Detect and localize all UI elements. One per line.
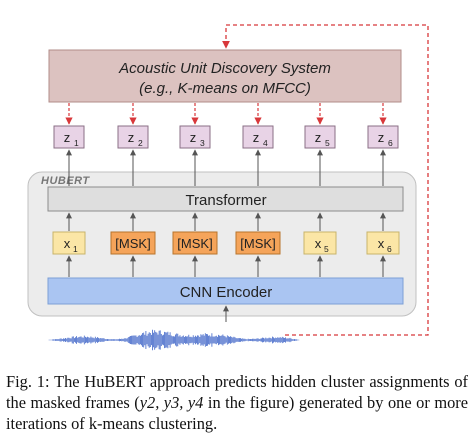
z-token-1 xyxy=(53,125,85,149)
z-token-sub-1: 1 xyxy=(74,138,79,148)
z-token-sub-2: 2 xyxy=(138,138,143,148)
discovery-subtitle: (e.g., K-means on MFCC) xyxy=(139,80,311,97)
caption-suffix: in the figure) generated by one or more … xyxy=(6,393,468,433)
z-token-2 xyxy=(117,125,149,149)
discovery-box xyxy=(48,49,402,103)
input-token-5 xyxy=(303,231,337,255)
input-token-6 xyxy=(366,231,400,255)
input-token-label-3: [MSK] xyxy=(177,236,212,251)
masked-token-3 xyxy=(172,231,218,255)
z-token-label-3: z xyxy=(190,130,197,145)
z-token-sub-3: 3 xyxy=(200,138,205,148)
z-token-sub-6: 6 xyxy=(388,138,393,148)
z-token-4 xyxy=(242,125,274,149)
waveform-trace xyxy=(48,329,300,351)
input-token-label-4: [MSK] xyxy=(240,236,275,251)
transformer-box xyxy=(47,186,404,212)
input-token-sub-5: 5 xyxy=(324,244,329,254)
figure-caption: Fig. 1: The HuBERT approach predicts hid… xyxy=(6,371,468,434)
transformer-label: Transformer xyxy=(185,192,266,209)
z-token-label-1: z xyxy=(64,130,71,145)
speech-waveform xyxy=(48,329,300,351)
z-token-sub-5: 5 xyxy=(325,138,330,148)
cnn-encoder-label: CNN Encoder xyxy=(180,284,273,301)
caption-math: y2, y3, y4 xyxy=(139,393,204,412)
caption-prefix: Fig. 1: The HuBERT approach predicts hid… xyxy=(6,372,468,412)
z-token-label-4: z xyxy=(253,130,260,145)
discovery-title: Acoustic Unit Discovery System xyxy=(118,60,331,77)
z-token-label-6: z xyxy=(378,130,385,145)
input-token-sub-1: 1 xyxy=(73,244,78,254)
input-token-sub-6: 6 xyxy=(387,244,392,254)
input-token-1 xyxy=(52,231,86,255)
z-token-6 xyxy=(367,125,399,149)
masked-token-2 xyxy=(110,231,156,255)
z-token-5 xyxy=(304,125,336,149)
z-token-sub-4: 4 xyxy=(263,138,268,148)
input-token-label-6: x xyxy=(378,236,385,251)
input-token-label-1: x xyxy=(64,236,71,251)
input-token-label-2: [MSK] xyxy=(115,236,150,251)
z-token-label-5: z xyxy=(315,130,322,145)
cnn-encoder-box xyxy=(47,277,404,305)
z-token-3 xyxy=(179,125,211,149)
masked-token-4 xyxy=(235,231,281,255)
hubert-diagram: Acoustic Unit Discovery System (e.g., K-… xyxy=(27,24,429,351)
input-token-label-5: x xyxy=(315,236,322,251)
z-token-label-2: z xyxy=(128,130,135,145)
hubert-label: HUBERT xyxy=(41,175,90,187)
